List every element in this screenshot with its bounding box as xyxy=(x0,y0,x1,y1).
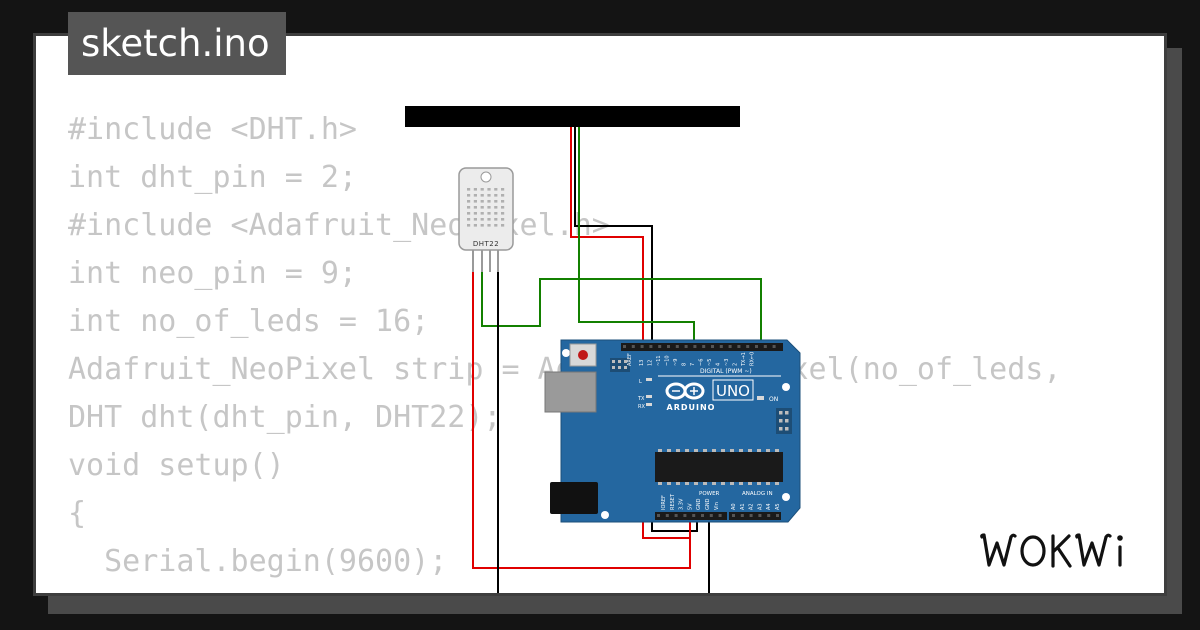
icsp-header xyxy=(612,360,627,369)
analog-pin-label: A1 xyxy=(740,503,746,510)
microcontroller-chip xyxy=(655,452,783,482)
code-line: int dht_pin = 2; xyxy=(68,160,357,195)
arduino-logo-icon xyxy=(665,382,705,400)
power-pin-label: GND xyxy=(696,498,702,510)
board-brand: ARDUINO xyxy=(667,403,716,412)
code-line: #include <DHT.h> xyxy=(68,112,357,147)
power-jack xyxy=(550,482,598,514)
wire-dht-vcc xyxy=(472,272,691,569)
power-led xyxy=(757,396,764,400)
code-line: DHT dht(dht_pin, DHT22); xyxy=(68,400,502,435)
sensor-label: DHT22 xyxy=(473,240,499,248)
dht22-sensor[interactable]: DHT22 xyxy=(458,167,514,272)
wire-strip-din xyxy=(578,127,695,348)
analog-pin-label: A5 xyxy=(775,503,781,510)
digital-pin-label: ~3 xyxy=(724,359,730,366)
digital-pin-label: 7 xyxy=(690,363,696,366)
analog-pin-label: A4 xyxy=(766,503,772,510)
l-label: L xyxy=(639,379,642,385)
usb-port xyxy=(544,371,597,413)
on-label: ON xyxy=(769,396,778,403)
power-pin-label: 3.3V xyxy=(679,498,685,510)
icsp-header-2 xyxy=(779,411,789,431)
analog-pin-label: A3 xyxy=(757,503,763,510)
digital-pin-label: TX→1 xyxy=(741,352,747,367)
analog-pin-label: A0 xyxy=(731,503,737,510)
file-tab[interactable]: sketch.ino xyxy=(68,12,286,75)
code-line: { xyxy=(68,496,87,531)
power-pin-label: 5V xyxy=(687,503,693,510)
digital-pin-label: ~10 xyxy=(665,355,671,366)
power-pin-label: IOREF xyxy=(661,495,667,510)
power-pin-label: Vin xyxy=(714,502,720,510)
power-label: POWER xyxy=(699,491,720,497)
wire-dht-data xyxy=(481,272,762,348)
digital-label: DIGITAL (PWM ~) xyxy=(700,368,752,375)
code-line: Serial.begin(9600); xyxy=(68,544,448,579)
power-pin-label: GND xyxy=(705,498,711,510)
code-line: int no_of_leds = 16; xyxy=(68,304,430,339)
code-line: Serial.println("Humidity and Temperature… xyxy=(68,586,1061,593)
digital-pin-label: 4 xyxy=(716,363,722,366)
analog-header xyxy=(729,512,781,520)
digital-pin-label: 13 xyxy=(639,360,645,366)
digital-pin-label: ~6 xyxy=(699,359,705,366)
analog-pin-label: A2 xyxy=(749,503,755,510)
power-header xyxy=(655,512,727,520)
rx-label: RX xyxy=(638,404,645,410)
digital-pin-label: ~11 xyxy=(656,355,662,366)
code-line: #include <Adafruit_NeoPixel.h> xyxy=(68,208,610,243)
tx-label: TX xyxy=(637,396,645,402)
aref-pin-label: AREF xyxy=(627,353,633,366)
wokwi-logo xyxy=(980,533,1123,568)
digital-pin-label: ~9 xyxy=(673,359,679,366)
digital-pin-label: 12 xyxy=(648,360,654,366)
digital-pin-label: RX←0 xyxy=(750,352,756,366)
board-model: UNO xyxy=(716,382,750,400)
analog-label: ANALOG IN xyxy=(742,491,773,497)
sensor-grille xyxy=(467,188,505,227)
digital-pin-label: 8 xyxy=(682,363,688,366)
code-line: void setup() xyxy=(68,448,285,483)
digital-pin-label: ~5 xyxy=(707,359,713,366)
power-pin-label: RESET xyxy=(670,493,676,510)
digital-pin-label: 2 xyxy=(733,363,739,366)
neopixel-strip[interactable] xyxy=(405,106,740,127)
code-line: int neo_pin = 9; xyxy=(68,256,357,291)
digital-header xyxy=(621,343,783,351)
